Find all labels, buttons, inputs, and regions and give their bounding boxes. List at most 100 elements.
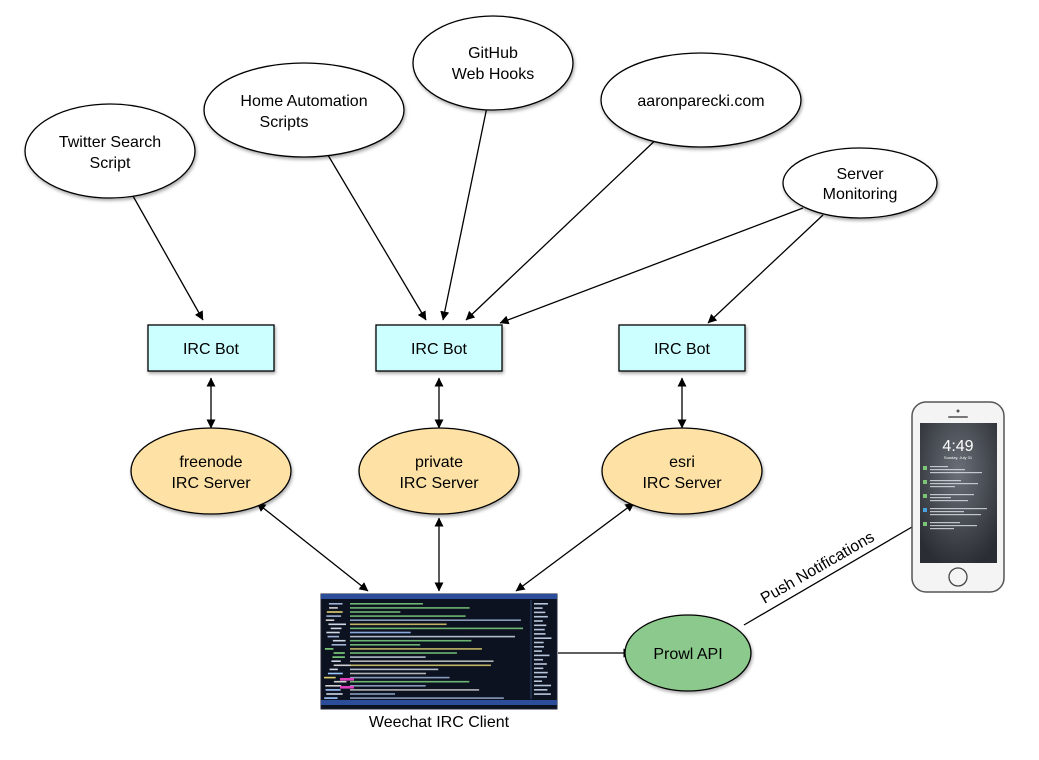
terminal-line-message xyxy=(350,689,480,691)
source-github-label-line1: GitHub xyxy=(468,45,518,62)
prowl-api-label: Prowl API xyxy=(653,646,722,663)
terminal-line-nick xyxy=(330,627,342,630)
terminal-line-nick xyxy=(331,660,341,662)
weechat-nicklist xyxy=(534,603,552,695)
terminal-line-message xyxy=(350,603,423,605)
terminal-line-message xyxy=(350,648,482,650)
source-home-automation-scripts: Home Automation Scripts xyxy=(203,62,405,158)
source-github-shape xyxy=(412,15,574,111)
terminal-nick-entry xyxy=(534,693,551,695)
terminal-line-message xyxy=(350,693,396,695)
terminal-line-message xyxy=(350,627,524,630)
phone-speaker-icon xyxy=(948,416,968,418)
source-monitoring-label-line2: Monitoring xyxy=(823,186,898,203)
terminal-line-message xyxy=(350,652,457,654)
terminal-nick-entry xyxy=(534,603,548,605)
source-twitter-label-line1: Twitter Search xyxy=(59,134,161,151)
phone-notification-icon xyxy=(923,466,927,470)
prowl-api-shape xyxy=(624,614,752,692)
edge-prowl-to-phone xyxy=(743,526,913,626)
terminal-nick-entry xyxy=(534,615,548,618)
phone-notification-text-line xyxy=(930,500,968,502)
terminal-nick-entry xyxy=(534,671,548,674)
terminal-line-nick xyxy=(327,672,343,675)
phone-notification-text-line xyxy=(930,466,948,468)
connection-lines xyxy=(132,101,913,658)
terminal-line-message xyxy=(350,611,401,613)
phone-notification-text-line xyxy=(930,514,981,516)
source-twitter-shape xyxy=(24,103,196,199)
phone-notification-text-line xyxy=(930,508,987,510)
source-twitter-search-script: Twitter Search Script xyxy=(24,103,196,199)
terminal-nick-entry xyxy=(534,611,546,614)
terminal-line-message xyxy=(350,635,516,638)
source-home-shape xyxy=(203,62,405,158)
irc-bot-2: IRC Bot xyxy=(375,324,503,372)
source-home-label-line2: Scripts xyxy=(260,114,309,131)
irc-bot-1-box xyxy=(147,324,275,372)
terminal-line-nick xyxy=(332,639,346,642)
edge-monitoring-to-bot3 xyxy=(707,214,824,324)
irc-server-esri-line1: esri xyxy=(669,454,695,471)
terminal-line-message xyxy=(350,644,421,646)
irc-bot-3-box xyxy=(618,324,746,372)
weechat-highlight-1 xyxy=(340,678,354,681)
terminal-line-message xyxy=(350,664,491,667)
terminal-line-message xyxy=(350,672,427,675)
phone-notification-text-line xyxy=(930,486,955,488)
phone-notification-icon xyxy=(923,494,927,498)
terminal-line-message xyxy=(350,685,426,687)
terminal-nick-entry xyxy=(534,646,544,648)
terminal-nick-entry xyxy=(534,650,543,652)
phone-notification-icon xyxy=(923,480,927,484)
irc-bot-2-box xyxy=(375,324,503,372)
irc-server-freenode-shape xyxy=(130,427,292,515)
terminal-line-nick xyxy=(326,631,340,634)
phone-notification-text-line xyxy=(930,469,965,471)
phone-notification-text-line xyxy=(930,494,974,496)
terminal-line-message xyxy=(350,656,426,658)
source-twitter-label-line2: Script xyxy=(90,155,131,172)
terminal-line-message xyxy=(350,680,470,683)
irc-server-freenode-line1: freenode xyxy=(179,454,242,471)
terminal-nick-entry xyxy=(534,620,543,622)
phone-notification-text-line xyxy=(930,472,982,474)
edge-twitter-to-bot1 xyxy=(132,195,204,321)
terminal-line-nick xyxy=(325,689,341,691)
terminal-line-nick xyxy=(324,676,336,679)
edge-server1-client xyxy=(256,502,369,592)
weechat-chat-lines xyxy=(324,603,524,699)
terminal-line-message xyxy=(350,697,504,699)
irc-server-private-line2: IRC Server xyxy=(399,475,479,492)
terminal-line-message xyxy=(350,615,466,617)
irc-server-private-line1: private xyxy=(415,454,463,471)
terminal-line-nick xyxy=(324,697,338,699)
phone-notification-text-line xyxy=(930,483,978,485)
source-github-label-line2: Web Hooks xyxy=(452,66,534,83)
phone-camera-icon xyxy=(956,409,960,413)
terminal-line-nick xyxy=(326,611,343,613)
terminal-line-message xyxy=(350,668,439,671)
terminal-line-nick xyxy=(325,685,342,687)
phone-notification-list xyxy=(923,466,987,530)
source-monitoring-label-line1: Server xyxy=(836,166,884,183)
phone-lock-date: Sunday, July 31 xyxy=(944,455,973,460)
terminal-line-nick xyxy=(329,668,338,671)
phone-home-button-icon xyxy=(948,567,968,587)
prowl-api: Prowl API xyxy=(624,614,752,692)
phone-screen xyxy=(920,423,997,563)
edge-github-to-bot2 xyxy=(440,101,489,321)
terminal-nick-entry xyxy=(534,658,544,661)
source-github-web-hooks: GitHub Web Hooks xyxy=(412,15,574,111)
weechat-highlight-2 xyxy=(340,686,354,689)
terminal-nick-entry xyxy=(534,654,550,657)
source-aaron-shape xyxy=(600,52,802,148)
phone-notification-text-line xyxy=(930,522,960,524)
terminal-nick-entry xyxy=(534,676,547,678)
weechat-titlebar xyxy=(321,594,557,599)
terminal-line-nick xyxy=(333,652,345,654)
terminal-line-message xyxy=(350,660,494,662)
terminal-nick-entry xyxy=(534,637,552,639)
source-home-label-line1: Home Automation xyxy=(240,93,367,110)
terminal-line-nick xyxy=(333,664,351,667)
